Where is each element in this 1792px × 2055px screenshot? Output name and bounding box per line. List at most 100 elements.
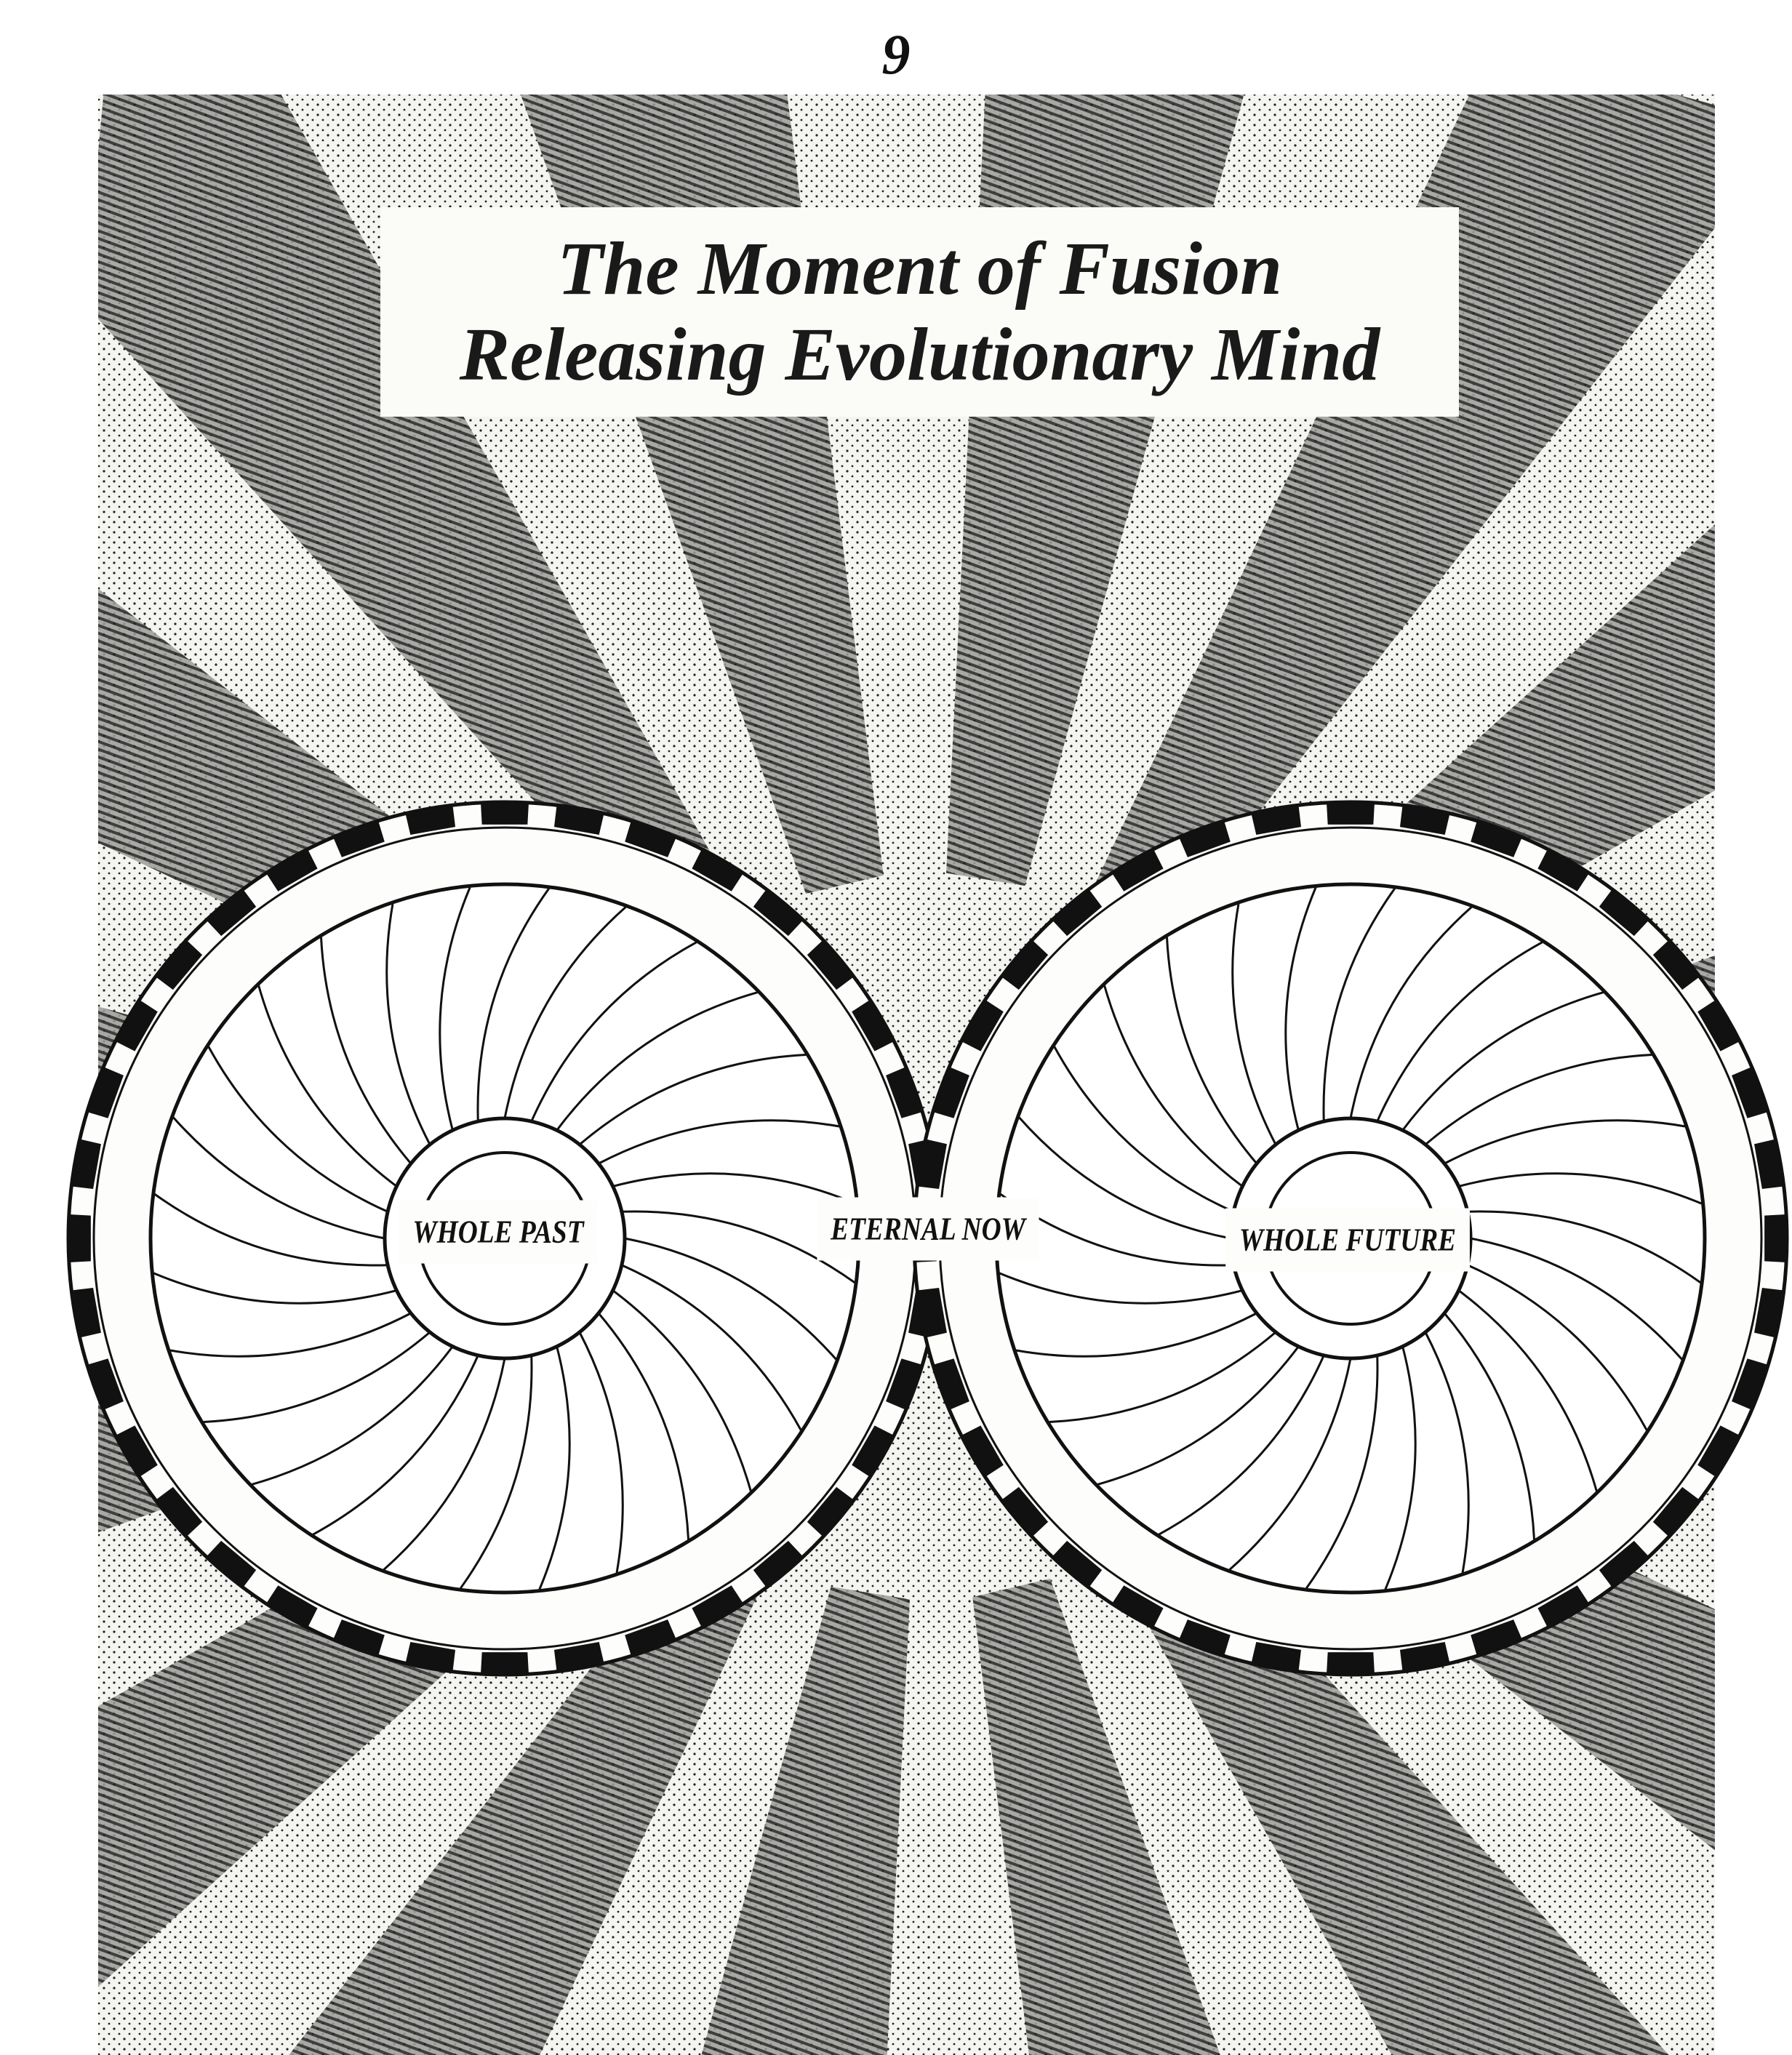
curved-spoke	[556, 991, 758, 1131]
rim-tooth	[917, 1139, 947, 1190]
curved-spoke	[530, 941, 697, 1122]
rim-tooth	[753, 1540, 804, 1588]
curved-spoke	[476, 887, 550, 1122]
curved-spoke	[612, 1172, 857, 1205]
curved-spoke	[1444, 1119, 1686, 1165]
rim-tooth	[155, 1486, 203, 1537]
rim-tooth	[852, 999, 895, 1051]
rim-tooth	[115, 999, 158, 1051]
rim-tooth	[155, 940, 203, 990]
rim-tooth	[1652, 940, 1700, 990]
rim-tooth	[1697, 999, 1740, 1051]
rim-tooth	[1399, 1642, 1450, 1672]
curved-spoke	[503, 906, 627, 1119]
rim-tooth	[1251, 1642, 1302, 1672]
rim-tooth	[961, 999, 1004, 1051]
curved-spoke	[597, 1312, 690, 1540]
rim-tooth	[87, 1358, 124, 1410]
curved-spoke	[257, 985, 398, 1187]
rim-tooth	[71, 1287, 101, 1338]
curved-spoke	[1384, 1346, 1417, 1590]
rim-tooth	[1537, 1585, 1590, 1628]
curved-spoke	[1049, 1331, 1277, 1424]
rim-tooth	[1001, 1486, 1049, 1537]
curved-spoke	[1424, 1331, 1470, 1574]
rim-tooth	[333, 820, 385, 857]
label-whole-past: WHOLE PAST	[399, 1200, 598, 1264]
rim-tooth	[206, 1540, 257, 1588]
rim-tooth	[1179, 820, 1231, 857]
curved-spoke	[252, 1345, 454, 1486]
rim-tooth	[553, 805, 604, 835]
rim-tooth	[1001, 940, 1049, 990]
rim-tooth	[692, 1585, 744, 1628]
curved-spoke	[1467, 1264, 1648, 1431]
rim-tooth	[405, 805, 456, 835]
rim-tooth	[87, 1067, 124, 1118]
shaded-band	[701, 1586, 910, 2055]
rim-tooth	[961, 1425, 1004, 1478]
rim-tooth	[1537, 849, 1590, 892]
label-whole-future: WHOLE FUTURE	[1225, 1208, 1470, 1272]
rim-tooth	[1764, 1214, 1787, 1262]
rim-tooth	[1052, 889, 1103, 937]
rim-tooth	[932, 1067, 969, 1118]
title-box: The Moment of Fusion Releasing Evolution…	[380, 207, 1459, 417]
rim-tooth	[1327, 1652, 1375, 1675]
rim-tooth	[481, 802, 529, 825]
rim-tooth	[886, 1358, 923, 1410]
rim-tooth	[1599, 1540, 1649, 1588]
rim-tooth	[265, 1585, 318, 1628]
rim-tooth	[852, 1425, 895, 1478]
label-eternal-now: ETERNAL NOW	[817, 1197, 1039, 1261]
rim-tooth	[68, 1214, 91, 1262]
curved-spoke	[999, 1272, 1243, 1305]
rim-tooth	[1052, 1540, 1103, 1588]
curved-spoke	[385, 903, 431, 1145]
curved-spoke	[439, 886, 471, 1131]
rim-tooth	[625, 820, 676, 857]
rim-tooth	[71, 1139, 101, 1190]
shaded-band	[1084, 95, 1715, 950]
title-line-1: The Moment of Fusion	[557, 227, 1282, 311]
curved-spoke	[153, 1272, 397, 1305]
rim-tooth	[1399, 805, 1450, 835]
shaded-band	[972, 1578, 1220, 2055]
curved-spoke	[621, 1210, 856, 1283]
rim-tooth	[1327, 802, 1375, 825]
rim-tooth	[1251, 805, 1302, 835]
rim-tooth	[333, 1619, 385, 1657]
curved-spoke	[319, 937, 412, 1165]
rim-tooth	[886, 1067, 923, 1118]
curved-spoke	[1305, 1355, 1379, 1590]
rim-tooth	[753, 889, 804, 937]
rim-tooth	[1732, 1358, 1769, 1410]
rim-tooth	[1754, 1139, 1784, 1190]
curved-spoke	[1097, 1345, 1300, 1486]
curved-spoke	[1467, 1210, 1702, 1283]
rim-tooth	[265, 849, 318, 892]
rim-tooth	[1179, 1619, 1231, 1657]
curved-spoke	[1458, 1172, 1703, 1205]
rim-tooth	[115, 1425, 158, 1478]
rim-tooth	[917, 1287, 947, 1338]
page-number: 9	[881, 23, 911, 86]
curved-spoke	[1015, 1312, 1257, 1358]
rim-tooth	[1111, 1585, 1164, 1628]
rim-tooth	[932, 1358, 969, 1410]
curved-spoke	[538, 1346, 571, 1590]
curved-spoke	[312, 1355, 479, 1536]
curved-spoke	[1018, 1116, 1231, 1240]
curved-spoke	[1470, 1237, 1683, 1361]
curved-spoke	[1443, 1312, 1536, 1540]
curved-spoke	[383, 1358, 506, 1571]
curved-spoke	[460, 1355, 533, 1590]
curved-spoke	[1457, 1289, 1598, 1491]
curved-spoke	[207, 1046, 388, 1213]
curved-spoke	[1053, 1046, 1234, 1213]
curved-spoke	[1376, 941, 1543, 1122]
curved-spoke	[1158, 1355, 1325, 1536]
curved-spoke	[1228, 1358, 1352, 1571]
rim-tooth	[481, 1652, 529, 1675]
curved-spoke	[1284, 886, 1317, 1131]
